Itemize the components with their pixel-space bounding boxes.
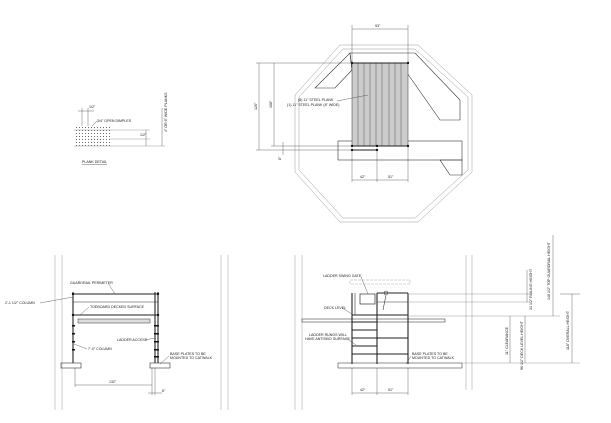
- deck-level-height: 96 1/2" DECK LEVEL HEIGHT: [520, 320, 524, 370]
- plan-bottom-left: 42": [360, 175, 366, 179]
- plank-detail-title: PLANK DETAIL: [82, 160, 107, 164]
- plan-plank-depth: 108": [269, 100, 273, 108]
- base-plate-left: [60, 362, 82, 369]
- ladder-access-label: LADDER ACCESS: [117, 338, 148, 342]
- front-offset-dim: 6": [162, 389, 166, 393]
- steel-plank-deck: [351, 62, 409, 147]
- plank-thickness-dim: 1/2": [140, 133, 147, 137]
- catwalk-floor: [337, 362, 463, 369]
- side-bottom-left: 42": [360, 388, 366, 392]
- base-plates-label-1: BASE PLATES TO BE: [170, 352, 206, 356]
- rungs-label-1: LADDER RUNGS WILL: [309, 333, 347, 337]
- swing-gate: [359, 293, 376, 305]
- column-lower-label: 7'-0" COLUMN: [88, 347, 112, 351]
- overhead-structure: [349, 279, 411, 285]
- base-plates-label-2: MOUNTED TO CATWALK: [170, 356, 213, 360]
- plank-note-1: (8) 11" STEEL PLANK: [298, 98, 334, 102]
- top-guardrail-height: 148 1/2" TOP GUARDRAIL HEIGHT: [547, 241, 551, 300]
- overall-height: 118" OVERALL HEIGHT: [566, 310, 570, 350]
- side-bottom-right: 51": [388, 388, 394, 392]
- railing-height: 31 1/2" RAILING HEIGHT: [529, 268, 533, 310]
- side-elevation: LADDER SWING GATE DECK LEVEL LADDER RUNG…: [294, 235, 580, 410]
- wall-corner: [439, 159, 463, 176]
- plan-offset: 8": [278, 156, 282, 160]
- side-base-plates-2: MOUNTED TO CATWALK: [412, 356, 455, 360]
- swing-gate-label: LADDER SWING GATE: [323, 274, 362, 278]
- plank-detail: 1/2" 3/4" OPEN DIMPLES 1/2" 4" OR 6" WID…: [74, 92, 168, 164]
- rungs-label-2: HAVE ANTISKID SURFACE: [305, 337, 350, 341]
- deck-level-label: DECK LEVEL: [324, 306, 346, 310]
- guardrail-label: GUARDRAIL PERIMETER: [70, 281, 113, 285]
- octagon-inner: [298, 48, 469, 219]
- plan-view: 93" 126" 108" 8" (8) 11" STEEL PLANK (1)…: [254, 24, 473, 223]
- plank-top-dim: 1/2": [89, 105, 96, 109]
- plank-section: [74, 126, 110, 146]
- wall-left: [314, 52, 353, 89]
- plank-note-2: (1) 11" STEEL PLANK (8" WIDE): [287, 103, 339, 107]
- column-upper-label: 2'-1 1/2" COLUMN: [5, 301, 35, 305]
- toeboard-label: TOEBOARD DECKED SURFACE: [90, 305, 145, 309]
- base-plate-right: [149, 362, 171, 369]
- front-elevation: GUARDRAIL PERIMETER 2'-1 1/2" COLUMN TOE…: [5, 255, 229, 410]
- plank-width-note: 4" OR 6" WIDE PLANKS: [164, 92, 168, 132]
- plan-overall-depth: 126": [254, 102, 258, 110]
- clearance-dim: 11" CLEARANCE: [505, 326, 509, 355]
- deck-plank: [77, 318, 151, 324]
- side-base-plates-1: BASE PLATES TO BE: [412, 352, 448, 356]
- plank-dimples-label: 3/4" OPEN DIMPLES: [97, 119, 132, 123]
- octagon-outer: [294, 44, 473, 223]
- plan-top-width: 93": [375, 24, 381, 28]
- plan-bottom-right: 51": [388, 175, 394, 179]
- front-width-dim: 132": [109, 380, 117, 384]
